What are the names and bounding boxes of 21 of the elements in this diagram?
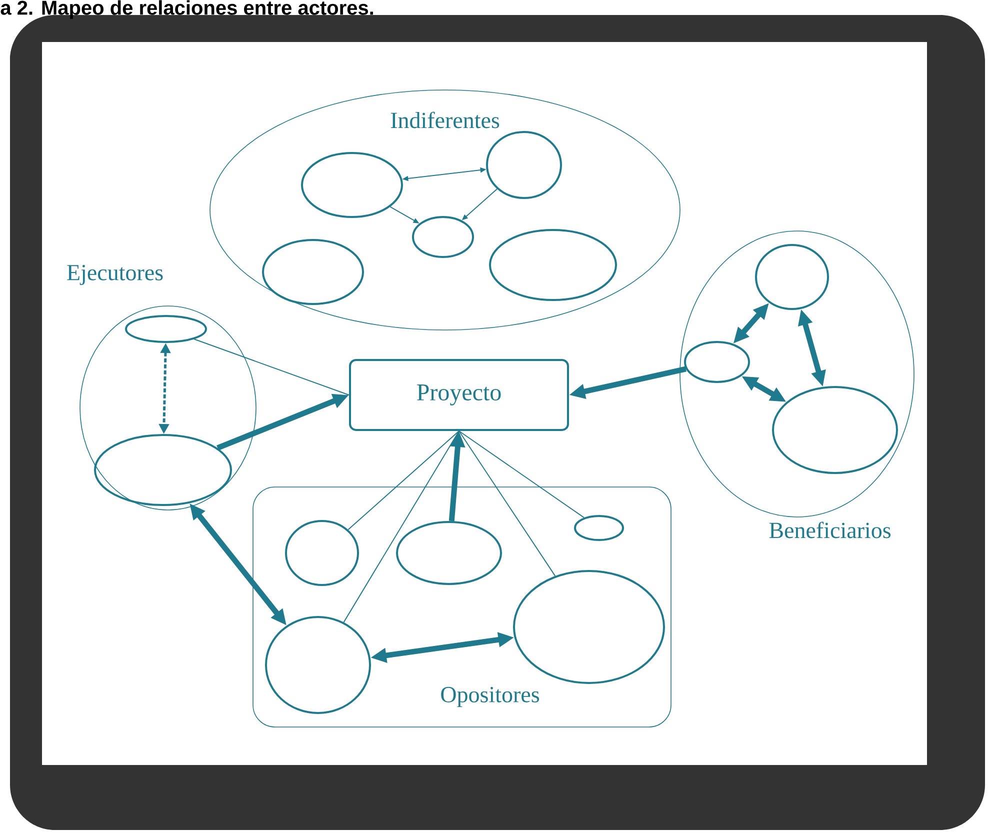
actor-ellipse — [412, 216, 474, 258]
actor-ellipse — [301, 152, 403, 218]
actor-ellipse — [486, 130, 562, 199]
actor-ellipse — [262, 238, 364, 305]
group-label: Beneficiarios — [769, 522, 890, 538]
project-box: Proyecto — [349, 358, 569, 431]
actor-ellipse — [285, 520, 359, 586]
actor-ellipse — [513, 570, 665, 684]
actor-ellipse — [684, 340, 750, 383]
group-label: Opositores — [441, 686, 539, 708]
actor-ellipse — [125, 314, 207, 343]
group-label: Indiferentes — [390, 112, 500, 128]
actor-ellipse — [489, 229, 617, 301]
actor-ellipse — [265, 616, 371, 714]
actor-ellipse — [574, 514, 624, 541]
actor-ellipse — [396, 521, 502, 585]
figure-title: a 2. Mapeo de relaciones entre actores. — [0, 0, 373, 19]
group-label: Ejecutores — [67, 264, 163, 286]
actor-ellipse — [755, 244, 829, 310]
actor-ellipse — [94, 434, 232, 506]
actor-ellipse — [772, 386, 898, 474]
